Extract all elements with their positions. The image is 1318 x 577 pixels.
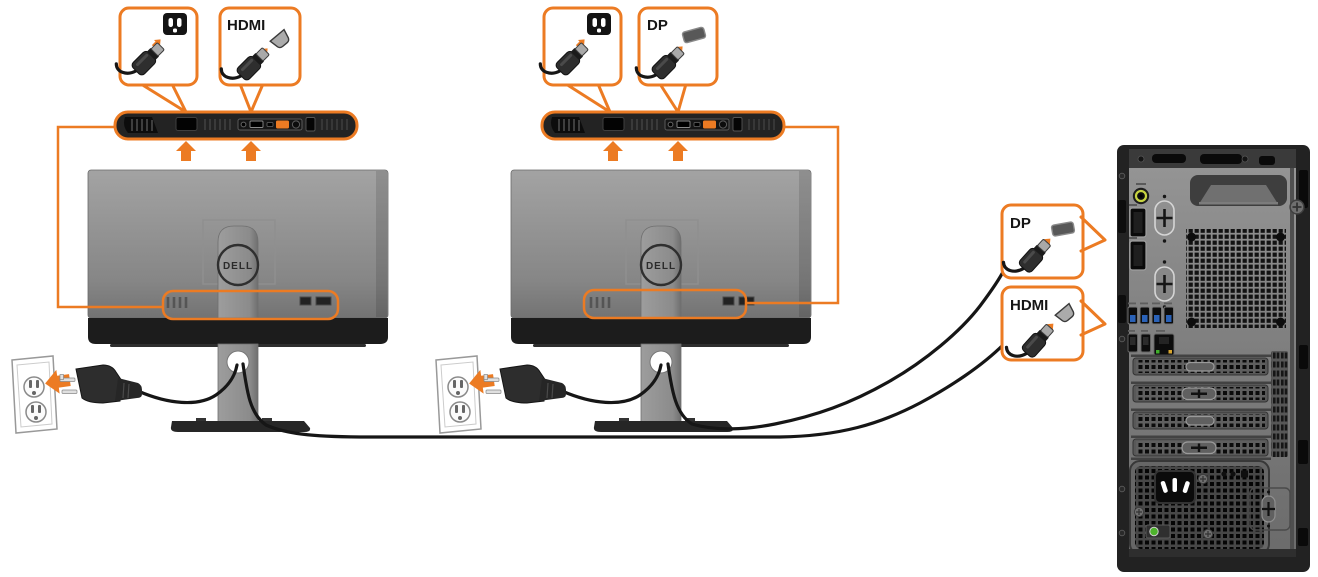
power-callout-right xyxy=(538,8,621,85)
monitor-left: DELL HDMI xyxy=(56,6,390,434)
pc-hdmi-label: HDMI xyxy=(1010,297,1048,314)
rear-misc-details xyxy=(1221,470,1291,531)
zoom-connector-line-left xyxy=(56,125,163,309)
expansion-slots xyxy=(1131,354,1271,460)
port-strip-left xyxy=(113,110,359,141)
dp-cable xyxy=(666,268,1006,431)
up-arrow-icon xyxy=(241,141,261,161)
power-callout-left xyxy=(114,8,197,85)
screw-icon xyxy=(1202,528,1214,540)
vent-grid xyxy=(1186,229,1286,328)
side-vent-strip xyxy=(1271,351,1288,457)
dp-callout-right: DP xyxy=(632,6,719,91)
dell-logo-right: DELL xyxy=(646,261,676,272)
pc-tower xyxy=(1117,145,1310,572)
power-supply-unit xyxy=(1129,460,1270,555)
callout-tails-right xyxy=(564,82,688,114)
screw-icon xyxy=(1133,506,1145,518)
monitor-right: DELL DP xyxy=(509,6,840,434)
wall-outlet-right xyxy=(435,355,567,434)
pc-callout-dp: DP xyxy=(1000,203,1107,284)
up-arrow-icon xyxy=(603,141,623,161)
frame-rail-details xyxy=(1118,170,1308,557)
ethernet-port xyxy=(1153,333,1175,356)
pc-dp-label: DP xyxy=(1010,215,1031,232)
wall-outlet-left xyxy=(11,355,143,434)
dp-label: DP xyxy=(647,17,668,34)
callout-tails-left xyxy=(139,82,265,114)
up-arrow-icon xyxy=(668,141,688,161)
pc-handle-recess xyxy=(1190,175,1287,206)
hdmi-cable xyxy=(241,342,1006,439)
audio-jack-port xyxy=(1132,183,1150,205)
zoom-connector-line-right xyxy=(746,125,840,305)
hdmi-label: HDMI xyxy=(227,17,265,34)
usb2-and-ethernet-ports xyxy=(1127,330,1175,356)
pc-displayport-ports xyxy=(1129,204,1147,271)
screw-icon xyxy=(1197,473,1209,485)
dell-logo-left: DELL xyxy=(223,261,253,272)
cables xyxy=(136,268,1006,439)
pc-top-strip xyxy=(1129,149,1296,168)
screw-icon xyxy=(1289,199,1305,215)
knockout-slot-covers xyxy=(1154,194,1175,309)
power-inlet-port xyxy=(1154,470,1196,504)
psu-status-led xyxy=(1145,524,1171,539)
hdmi-callout-left: HDMI xyxy=(217,6,302,92)
usb3-ports xyxy=(1127,302,1174,325)
port-area-highlight-right xyxy=(582,288,748,320)
pc-callout-hdmi: HDMI xyxy=(1000,285,1107,369)
port-area-highlight-left xyxy=(161,289,340,321)
up-arrow-icon xyxy=(176,141,196,161)
port-strip-right xyxy=(540,110,786,141)
